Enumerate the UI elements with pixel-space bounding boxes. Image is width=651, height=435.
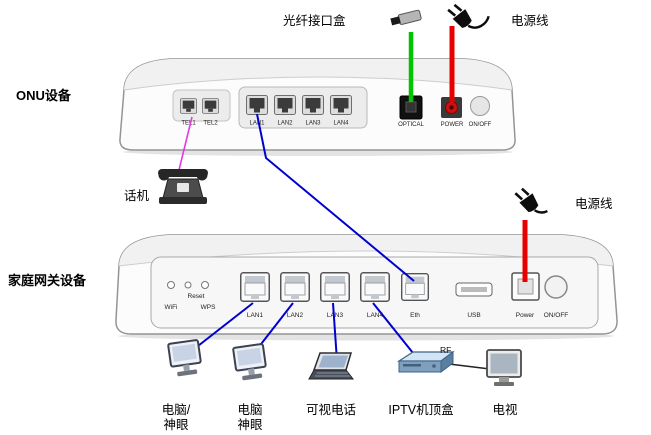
lan1-to-pc1-line (188, 302, 254, 354)
gateway-eth-label: Eth (410, 312, 420, 319)
phone-cable-line (178, 116, 193, 171)
onu-tel1-label: TEL1 (181, 121, 196, 127)
gateway-usb-label: USB (467, 312, 480, 319)
pc2-label-line1: 电脑 (237, 403, 262, 417)
telephone-icon (158, 169, 208, 204)
pc1-label-line1: 电脑/ (162, 403, 191, 417)
rf-line (448, 363, 491, 370)
gateway-wifi-led (167, 281, 175, 289)
pc2-monitor-icon (232, 343, 267, 381)
gateway-wps-label: WPS (201, 304, 216, 311)
gateway-lan4-label: LAN4 (367, 312, 384, 319)
fiber-connector-icon (390, 9, 422, 26)
onu-optical-label: OPTICAL (398, 122, 424, 128)
iptv-stb-icon (396, 351, 455, 373)
phone-label: 话机 (124, 189, 150, 203)
gateway-lan1-port (240, 272, 270, 302)
gateway-device-label: 家庭网关设备 (8, 273, 87, 288)
pc1-monitor-icon (167, 339, 202, 377)
pc1-label-line2: 神眼 (163, 418, 189, 432)
onu-tel1-port (180, 98, 197, 114)
power-plug-bottom-icon (514, 187, 548, 214)
rf-label: RF (440, 345, 451, 355)
gateway-lan2-port (280, 272, 310, 302)
onu-top-surface (124, 59, 512, 90)
onu-lan4-label: LAN4 (333, 121, 349, 127)
gateway-lan3-port (320, 272, 350, 302)
onu-tel2-label: TEL2 (203, 121, 218, 127)
gateway-reset-label: Reset (188, 293, 205, 300)
onu-lan3-port (302, 95, 324, 115)
tv-icon (486, 349, 522, 386)
onu-lan1-port (246, 95, 268, 115)
onu-lan2-label: LAN2 (277, 121, 293, 127)
gateway-lan4-port (360, 272, 390, 302)
pc2-label-line2: 神眼 (237, 418, 263, 432)
gateway-wifi-label: WiFi (165, 304, 178, 311)
videophone-label: 可视电话 (306, 402, 356, 417)
onu-power-label: POWER (441, 122, 464, 128)
videophone-laptop-icon (308, 352, 355, 380)
gateway-wps-button (201, 281, 209, 289)
onu-lan2-port (274, 95, 296, 115)
gateway-device: WiFi Reset WPS LAN1 LAN2 LAN3 LAN4 Eth U… (115, 234, 618, 335)
gateway-power-port (511, 272, 540, 301)
onu-lan4-port (330, 95, 352, 115)
gateway-onoff-label: ON/OFF (544, 312, 569, 319)
gateway-reset-button (184, 281, 192, 289)
power-cable-top-label: 电源线 (511, 14, 549, 28)
gateway-onoff-button (544, 275, 568, 299)
fiber-box-label: 光纤接口盒 (283, 13, 346, 28)
iptv-stb-label: IPTV机顶盒 (388, 402, 454, 417)
power-plug-top-icon (447, 3, 490, 29)
onu-onoff-button (470, 96, 490, 116)
onu-to-gateway-line (256, 113, 415, 282)
lan3-to-videophone-line (332, 302, 338, 362)
onu-device: TEL1 TEL2 LAN1 LAN2 LAN3 LAN4 OPTICAL PO… (119, 58, 516, 151)
gateway-lan1-label: LAN1 (247, 312, 264, 319)
onu-lan1-label: LAN1 (249, 121, 265, 127)
gateway-lan2-label: LAN2 (287, 312, 304, 319)
onu-tel2-port (202, 98, 219, 114)
gateway-lan3-label: LAN3 (327, 312, 344, 319)
gateway-power-label: Power (516, 312, 535, 319)
tv-label: 电视 (492, 402, 518, 417)
lan4-to-stb-line (372, 302, 418, 359)
onu-device-label: ONU设备 (16, 88, 72, 103)
onu-lan3-label: LAN3 (305, 121, 321, 127)
gateway-usb-port (455, 282, 493, 297)
power-cable-bottom-label: 电源线 (575, 197, 613, 211)
gateway-eth-port (401, 273, 429, 301)
onu-onoff-label: ON/OFF (469, 122, 492, 128)
